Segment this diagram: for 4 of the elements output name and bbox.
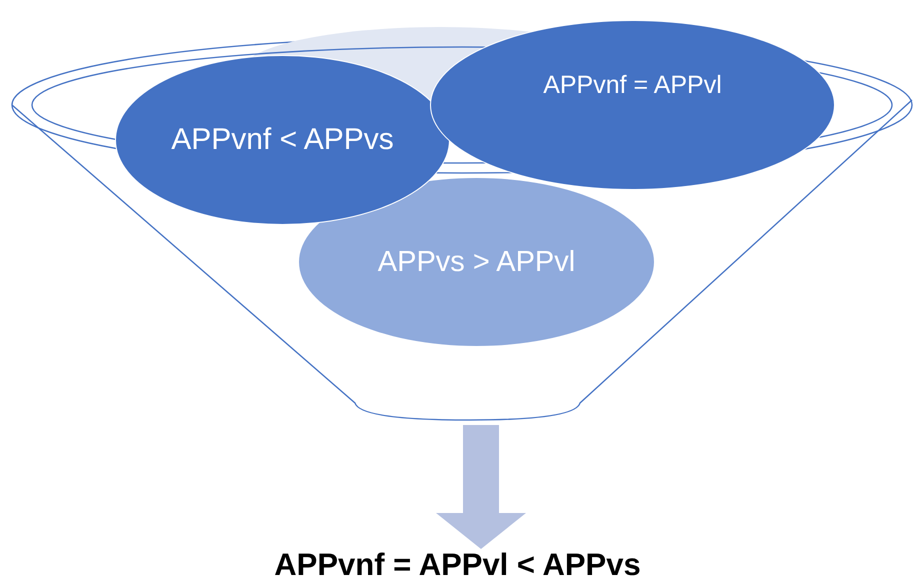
set-ellipse: APPvnf = APPvl: [430, 20, 835, 190]
result-formula: APPvnf = APPvl < APPvs: [270, 546, 645, 584]
block-arrow: [436, 425, 526, 549]
set-ellipse: APPvs > APPvl: [298, 177, 655, 347]
